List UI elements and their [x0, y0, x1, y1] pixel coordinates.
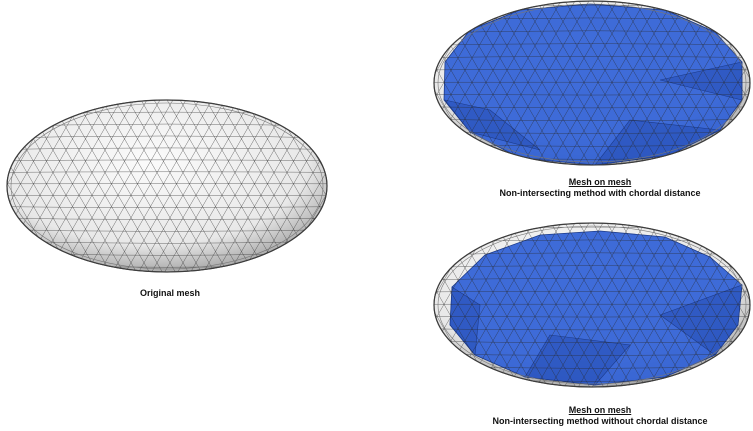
mesh-surface	[6, 99, 328, 273]
no-chordal-mesh-caption: Mesh on mesh Non-intersecting method wit…	[470, 405, 730, 427]
no-chordal-mesh-panel: Mesh on mesh Non-intersecting method wit…	[430, 215, 753, 431]
no-chordal-mesh-subtitle: Non-intersecting method without chordal …	[492, 416, 708, 426]
mesh-inner-rim	[10, 102, 324, 270]
no-chordal-mesh-title: Mesh on mesh	[568, 405, 632, 415]
chordal-mesh-caption: Mesh on mesh Non-intersecting method wit…	[480, 177, 720, 199]
chordal-mesh-title: Mesh on mesh	[568, 177, 632, 187]
mesh-outline	[433, 222, 751, 388]
inner-blue-mesh	[443, 3, 743, 165]
original-mesh-panel: Original mesh	[0, 0, 340, 310]
original-mesh-ellipsoid	[6, 99, 328, 273]
inner-mesh-facet	[524, 334, 631, 386]
inner-mesh-facet	[659, 61, 743, 101]
mesh-outline	[433, 0, 751, 166]
mesh-inner-rim	[437, 3, 747, 163]
original-mesh-caption: Original mesh	[110, 288, 230, 299]
mesh-inner-rim	[437, 225, 747, 385]
no-chordal-mesh-ellipsoid	[433, 222, 751, 388]
chordal-mesh-subtitle: Non-intersecting method with chordal dis…	[499, 188, 701, 198]
mesh-outline	[6, 99, 328, 273]
original-mesh-label: Original mesh	[139, 288, 201, 298]
chordal-mesh-panel: Mesh on mesh Non-intersecting method wit…	[430, 0, 753, 205]
chordal-mesh-ellipsoid	[433, 0, 751, 166]
